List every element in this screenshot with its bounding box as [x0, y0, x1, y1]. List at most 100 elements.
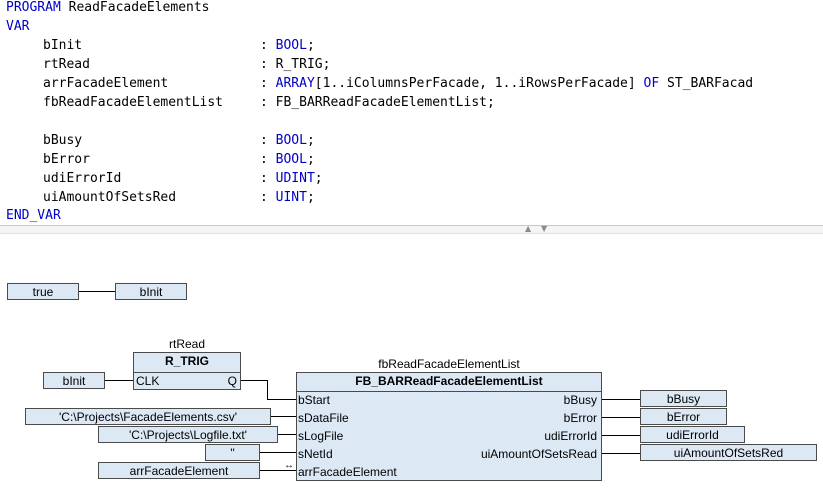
input-arrfacadeelement-value[interactable]: arrFacadeElement — [98, 462, 260, 479]
wire — [105, 380, 133, 381]
colon: : — [260, 171, 276, 186]
var-name: udiErrorId — [43, 171, 122, 186]
fb-type: FB_BARReadFacadeElementList — [355, 374, 543, 388]
var-name: bInit — [43, 38, 83, 53]
of-type: ST_BARFacad — [667, 76, 754, 91]
wire — [260, 452, 296, 453]
type-rest: R_TRIG; — [275, 57, 331, 72]
var-line-berror: bError — [43, 150, 90, 169]
colon: : — [260, 152, 276, 167]
var-name: uiAmountOfSetsRed — [43, 190, 177, 205]
divider — [297, 391, 601, 392]
wire — [260, 470, 296, 471]
input-snetid-value[interactable]: '' — [205, 444, 260, 461]
var-name: bBusy — [43, 133, 83, 148]
fbd-editor[interactable]: true bInit rtRead R_TRIG CLK Q bInit fbR… — [0, 233, 823, 488]
var-type-fbreadfacadeelementlist: : FB_BARReadFacadeElementList; — [260, 93, 495, 112]
colon: : — [260, 133, 276, 148]
pin-berror: bError — [563, 411, 597, 425]
var-line-binit: bInit — [43, 36, 82, 55]
true-constant-box[interactable]: true — [7, 283, 79, 300]
editor-splitter[interactable]: ▲ ▼ — [0, 225, 823, 234]
type-keyword: BOOL — [275, 38, 307, 53]
var-name: bError — [43, 152, 90, 167]
var-type-bbusy: : BOOL; — [260, 131, 315, 150]
binit-assignment-box[interactable]: bInit — [115, 283, 187, 300]
var-type-rtread: : R_TRIG; — [260, 55, 330, 74]
var-line-rtread: rtRead — [43, 55, 90, 74]
var-name: arrFacadeElement — [43, 76, 169, 91]
declaration-editor[interactable]: PROGRAM ReadFacadeElements VAR bInit : B… — [0, 0, 823, 226]
var-type-udierrorid: : UDINT; — [260, 169, 323, 188]
type-rest: ; — [314, 171, 323, 186]
fb-read-facade-element-list-block[interactable]: FB_BARReadFacadeElementList bStart sData… — [296, 372, 602, 481]
rtrig-instance-name[interactable]: rtRead — [168, 337, 206, 351]
var-type-berror: : BOOL; — [260, 150, 315, 169]
rtrig-q-pin: Q — [227, 374, 237, 388]
type-keyword: UINT — [275, 190, 307, 205]
wire — [271, 416, 296, 417]
fb-instance-name[interactable]: fbReadFacadeElementList — [378, 357, 520, 371]
var-line-bbusy: bBusy — [43, 131, 82, 150]
var-line-uiamountofsetsred: uiAmountOfSetsRed — [43, 188, 176, 207]
colon: : — [260, 95, 276, 110]
wire — [602, 435, 640, 436]
rtrig-block[interactable]: R_TRIG CLK Q — [133, 352, 241, 390]
wire — [79, 291, 115, 292]
output-bbusy[interactable]: bBusy — [640, 390, 727, 407]
pin-slogfile: sLogFile — [298, 429, 344, 443]
pin-sdatafile: sDataFile — [298, 411, 349, 425]
end-var-keyword: END_VAR — [6, 208, 61, 223]
output-berror[interactable]: bError — [640, 408, 727, 425]
var-keyword: VAR — [6, 19, 30, 34]
collapse-up-icon[interactable]: ▲ — [525, 224, 532, 233]
type-rest: ; — [306, 152, 315, 167]
var-name: rtRead — [43, 57, 90, 72]
wire — [278, 434, 296, 435]
type-rest: ; — [306, 190, 315, 205]
rtrig-clk-pin: CLK — [136, 374, 160, 388]
type-rest: [1..iColumnsPerFacade, 1..iRowsPerFacade… — [314, 76, 636, 91]
divider — [134, 372, 240, 373]
pin-arrfacadeelement: arrFacadeElement — [298, 465, 397, 479]
of-keyword: OF — [643, 76, 660, 91]
output-udierrorid[interactable]: udiErrorId — [640, 426, 745, 443]
type-keyword: BOOL — [275, 133, 307, 148]
type-keyword: UDINT — [275, 171, 315, 186]
type-keyword: BOOL — [275, 152, 307, 167]
pin-udierrorid: udiErrorId — [544, 429, 597, 443]
var-line-udierrorid: udiErrorId — [43, 169, 121, 188]
type-keyword: ARRAY — [275, 76, 315, 91]
wire — [267, 399, 296, 400]
colon: : — [260, 57, 276, 72]
type-rest: ; — [306, 38, 315, 53]
colon: : — [260, 38, 276, 53]
type-rest: ; — [306, 133, 315, 148]
var-name: fbReadFacadeElementList — [43, 95, 224, 110]
wire — [241, 380, 268, 381]
rtrig-type: R_TRIG — [164, 354, 209, 368]
rtrig-input-binit[interactable]: bInit — [43, 372, 105, 389]
program-name: ReadFacadeElements — [68, 0, 210, 15]
colon: : — [260, 76, 276, 91]
collapse-down-icon[interactable]: ▼ — [541, 224, 548, 233]
colon: : — [260, 190, 276, 205]
type-rest: FB_BARReadFacadeElementList; — [275, 95, 495, 110]
var-line-fbreadfacadeelementlist: fbReadFacadeElementList — [43, 93, 223, 112]
input-sdatafile-value[interactable]: 'C:\Projects\FacadeElements.csv' — [25, 408, 271, 425]
pin-bbusy: bBusy — [563, 393, 597, 407]
inout-arrow-icon: ↔ — [284, 460, 294, 471]
pin-snetid: sNetId — [298, 447, 333, 461]
pin-uiamountofsetsread: uiAmountOfSetsRead — [480, 447, 597, 461]
var-line-arrfacadeelement: arrFacadeElement — [43, 74, 168, 93]
program-keyword: PROGRAM — [6, 0, 61, 15]
pin-bstart: bStart — [298, 393, 331, 407]
var-type-uiamountofsetsred: : UINT; — [260, 188, 315, 207]
wire — [602, 399, 640, 400]
var-type-binit: : BOOL; — [260, 36, 315, 55]
wire — [602, 453, 640, 454]
input-slogfile-value[interactable]: 'C:\Projects\Logfile.txt' — [98, 426, 278, 443]
wire — [602, 417, 640, 418]
program-header-line: PROGRAM ReadFacadeElements — [6, 0, 210, 17]
output-uiamountofsetsred[interactable]: uiAmountOfSetsRed — [640, 444, 817, 461]
